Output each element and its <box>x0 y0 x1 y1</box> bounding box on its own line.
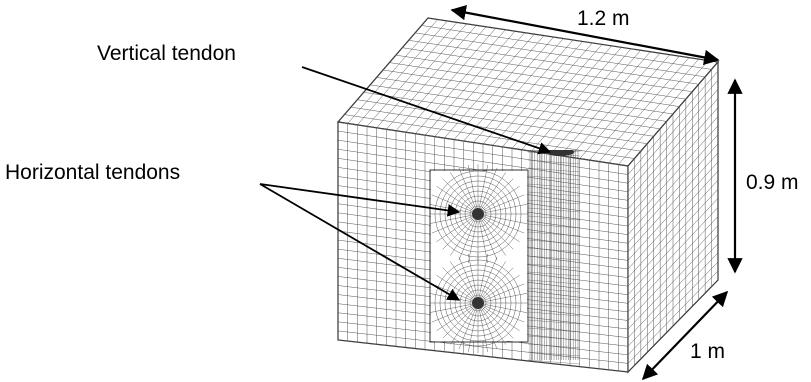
mesh-block <box>336 17 720 374</box>
width-dimension-label: 1.2 m <box>577 7 630 30</box>
vertical-tendon-label: Vertical tendon <box>97 42 236 65</box>
height-dimension-label: 0.9 m <box>746 171 799 194</box>
horizontal-tendons-label: Horizontal tendons <box>5 161 180 184</box>
right-face-mesh <box>627 61 719 373</box>
width-dimension-arrow <box>450 4 720 66</box>
horizontal-tendon-arrow-lower <box>259 183 461 301</box>
depth-dimension-arrow <box>641 290 729 381</box>
refined-zone-outline <box>429 169 529 343</box>
depth-dimension-label: 1 m <box>690 340 725 363</box>
horizontal-tendon-arrow-upper <box>259 183 461 217</box>
vertical-tendon-arrow <box>301 66 552 155</box>
refined-mesh-regions <box>430 150 582 365</box>
